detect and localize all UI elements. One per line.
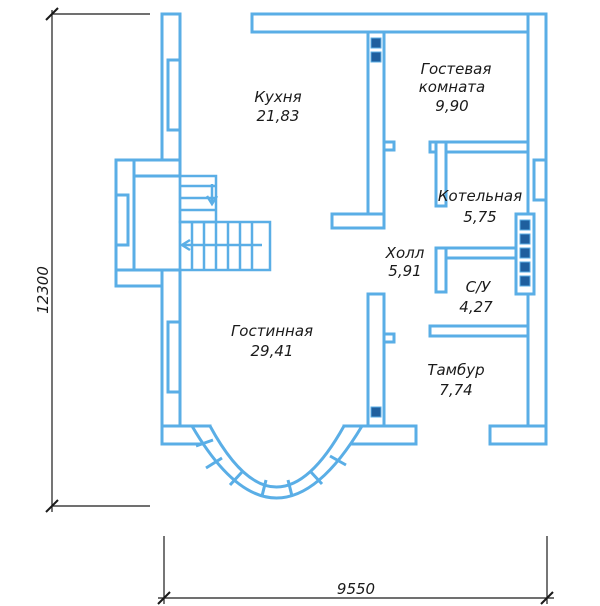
interior-walls: [330, 30, 536, 428]
staircase: [132, 174, 272, 272]
dimension-vertical: 12300: [34, 7, 150, 513]
room-boiler-area: 5,75: [463, 208, 496, 226]
room-living-name: Гостинная: [231, 322, 313, 340]
stair-arrow-head: [205, 195, 219, 207]
room-labels: Кухня 21,83 Гостевая комната 9,90 Котель…: [231, 60, 522, 399]
room-guest-name-2: комната: [419, 78, 485, 96]
dimension-width-label: 9550: [337, 580, 375, 598]
room-guest-area: 9,90: [435, 97, 468, 115]
room-boiler-name: Котельная: [438, 187, 522, 205]
bay-window: [189, 424, 365, 500]
vent-duct-icon: [370, 406, 382, 418]
dimension-height-label: 12300: [34, 266, 52, 314]
vent-ducts: [370, 37, 531, 418]
room-bath-area: 4,27: [459, 298, 493, 316]
room-living-area: 29,41: [251, 342, 294, 360]
room-kitchen-name: Кухня: [254, 88, 301, 106]
room-vestibule-name: Тамбур: [427, 361, 484, 379]
room-vestibule-area: 7,74: [439, 381, 472, 399]
room-hall-area: 5,91: [388, 262, 421, 280]
room-guest-name: Гостевая: [421, 60, 492, 78]
room-kitchen-area: 21,83: [257, 107, 300, 125]
vent-duct-icon: [519, 219, 531, 287]
dimension-horizontal: 9550: [157, 536, 554, 605]
room-bath-name: С/У: [466, 278, 492, 296]
room-hall-name: Холл: [385, 244, 425, 262]
vent-duct-icon: [370, 37, 382, 63]
